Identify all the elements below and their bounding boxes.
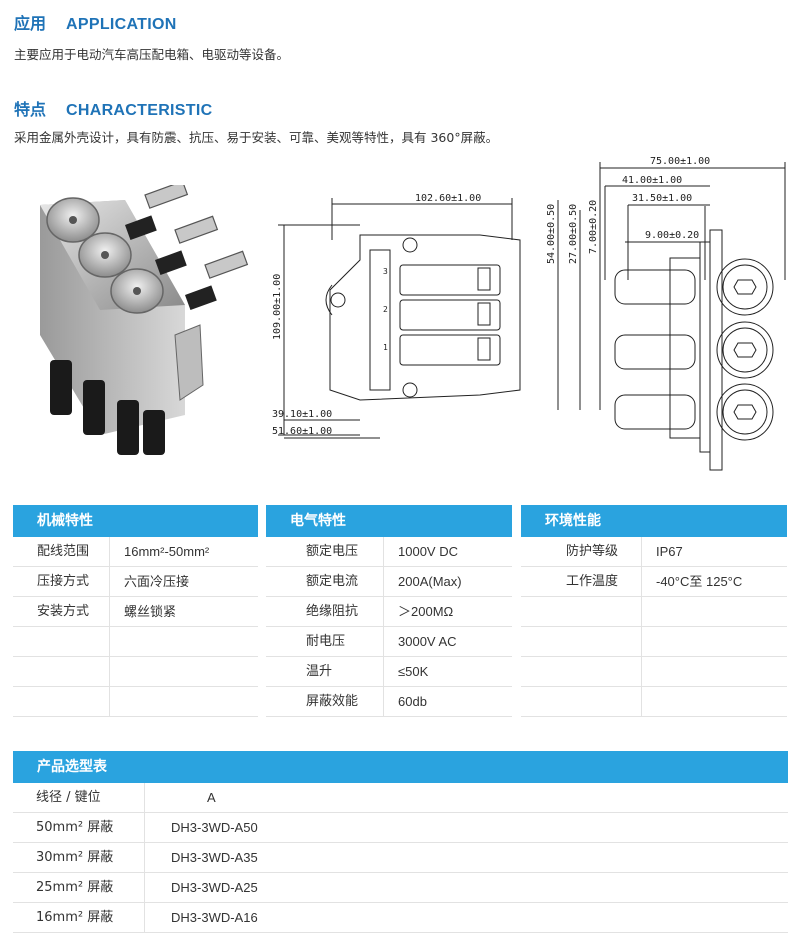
mechanical-title: 机械特性 [13, 505, 258, 537]
cable-seals [50, 360, 165, 455]
table-row: 压接方式六面冷压接 [13, 567, 258, 597]
table-row [521, 597, 787, 627]
table-row [521, 687, 787, 717]
electrical-title: 电气特性 [266, 505, 512, 537]
pin-label-2: 2 [383, 305, 388, 314]
environment-title: 环境性能 [521, 505, 787, 537]
table-row [13, 657, 258, 687]
terminal-tabs [144, 185, 249, 279]
table-header-row: 线径 / 键位 A [13, 783, 788, 813]
characteristic-text: 采用金属外壳设计，具有防震、抗压、易于安装、可靠、美观等特性，具有 360°屏蔽… [14, 130, 499, 145]
dim-offset1-label: 39.10±1.00 [272, 409, 332, 420]
pin-label-3: 3 [383, 267, 388, 276]
characteristic-heading: 特点 CHARACTERISTIC [14, 96, 212, 120]
table-row: 安装方式螺丝锁紧 [13, 597, 258, 627]
table-row [13, 687, 258, 717]
dim-offset2-label: 51.60±1.00 [272, 426, 332, 437]
application-text: 主要应用于电动汽车高压配电箱、电驱动等设备。 [14, 47, 290, 62]
table-row: 温升≤50K [266, 657, 512, 687]
terminal-caps [46, 197, 164, 314]
dim-width-label: 102.60±1.00 [415, 193, 481, 204]
dim-31-label: 31.50±1.00 [632, 193, 692, 204]
table-row: 绝缘阻抗＞200MΩ [266, 597, 512, 627]
characteristic-title-cn: 特点 [14, 100, 47, 119]
dim-54-label: 54.00±0.50 [546, 204, 557, 264]
dim-7-label: 7.00±0.20 [588, 200, 599, 254]
dim-41-label: 41.00±1.00 [622, 175, 682, 186]
dim-9-label: 9.00±0.20 [645, 230, 699, 241]
table-row [521, 627, 787, 657]
application-heading: 应用 APPLICATION [14, 10, 177, 34]
table-row [13, 627, 258, 657]
product-photo [40, 185, 249, 455]
figure-area: 102.60±1.00 109.00±1.00 39.10±1.00 51.60… [0, 150, 800, 475]
model-table-title: 产品选型表 [13, 751, 788, 783]
front-view-drawing: 102.60±1.00 109.00±1.00 39.10±1.00 51.60… [272, 193, 521, 439]
application-title-en: APPLICATION [66, 16, 177, 33]
dim-total-label: 75.00±1.00 [650, 156, 710, 167]
pin-label-1: 1 [383, 343, 388, 352]
dim-27-label: 27.00±0.50 [568, 204, 579, 264]
table-row: 工作温度-40°C至 125°C [521, 567, 787, 597]
application-title-cn: 应用 [14, 14, 47, 33]
table-row [521, 657, 787, 687]
characteristic-title-en: CHARACTERISTIC [66, 102, 213, 119]
side-view-drawing: 75.00±1.00 41.00±1.00 31.50±1.00 9.00±0.… [546, 156, 786, 471]
dim-height-label: 109.00±1.00 [272, 274, 283, 340]
